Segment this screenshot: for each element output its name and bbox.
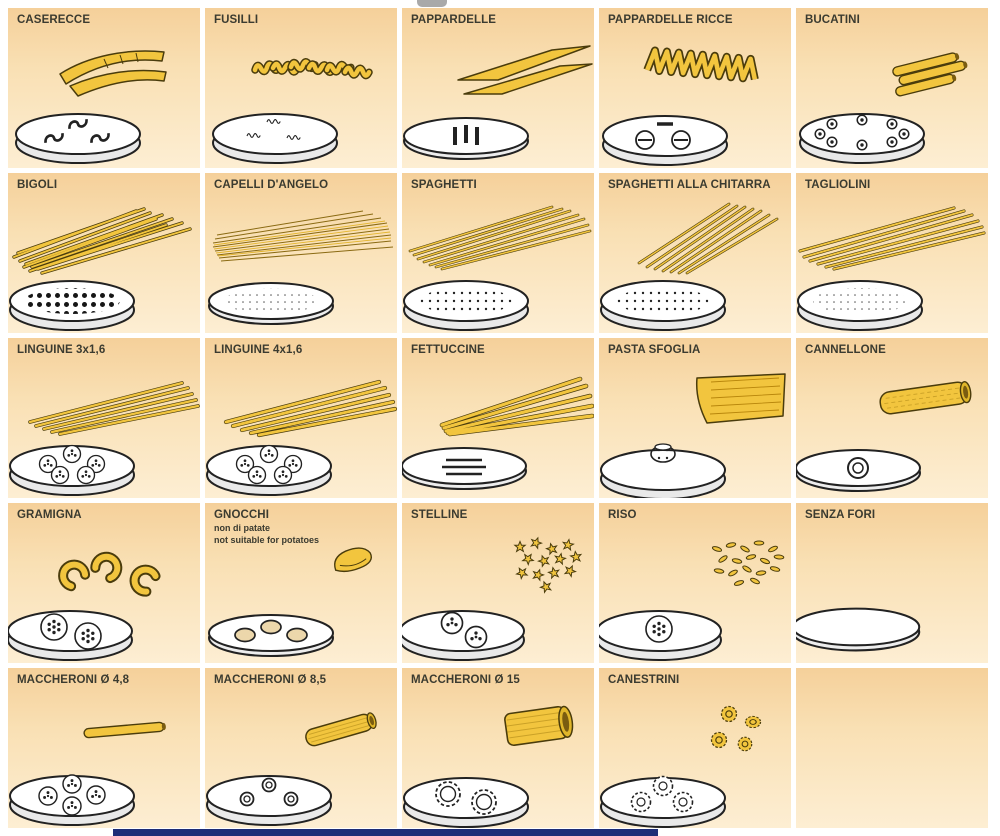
die-label: LINGUINE 4x1,6 bbox=[214, 344, 303, 356]
die-cell-pasta-sfoglia: PASTA SFOGLIA bbox=[599, 338, 791, 498]
die-cell-linguine-4x16: LINGUINE 4x1,6 bbox=[205, 338, 397, 498]
gramigna-die-icon bbox=[8, 531, 200, 661]
die-note-italian: non di patate bbox=[214, 523, 270, 534]
die-label: MACCHERONI Ø 15 bbox=[411, 674, 520, 686]
die-note-english: not suitable for potatoes bbox=[214, 534, 320, 545]
die-label: CANESTRINI bbox=[608, 674, 680, 686]
die-cell-spaghetti-alla-chitarra: SPAGHETTI ALLA CHITARRA bbox=[599, 173, 791, 333]
die-label: BUCATINI bbox=[805, 14, 860, 26]
cannellone-die-icon bbox=[796, 381, 972, 492]
die-label: CAPELLI D'ANGELO bbox=[214, 179, 329, 191]
riso-die-icon bbox=[599, 540, 785, 661]
linguine-3x16-die-icon bbox=[9, 381, 200, 496]
die-label: BIGOLI bbox=[17, 179, 58, 191]
die-cell-pappardelle-ricce: PAPPARDELLE RICCE bbox=[599, 8, 791, 168]
fettuccine-die-icon bbox=[402, 366, 594, 490]
gnocchi-die-icon bbox=[208, 547, 373, 657]
die-label: MACCHERONI Ø 4,8 bbox=[17, 674, 130, 686]
die-cell-stelline: STELLINE bbox=[402, 503, 594, 663]
die-label: PAPPARDELLE bbox=[411, 14, 497, 26]
spaghetti-alla-chitarra-die-icon bbox=[600, 202, 779, 331]
die-cell-cannellone: CANNELLONE bbox=[796, 338, 988, 498]
die-label: SPAGHETTI bbox=[411, 179, 477, 191]
die-cell-fusilli: FUSILLI bbox=[205, 8, 397, 168]
die-label: RISO bbox=[608, 509, 637, 521]
die-cell-bucatini: BUCATINI bbox=[796, 8, 988, 168]
die-label: FETTUCCINE bbox=[411, 344, 485, 356]
die-cell-gnocchi: GNOCCHI non di patate not suitable for p… bbox=[205, 503, 397, 663]
die-label bbox=[796, 668, 988, 674]
die-cell-senza-fori: SENZA FORI bbox=[796, 503, 988, 663]
canestrini-die-icon bbox=[600, 705, 762, 828]
die-cell-pappardelle: PAPPARDELLE bbox=[402, 8, 594, 168]
senza-fori-die-icon bbox=[796, 607, 921, 652]
die-cell-capelli-dangelo: CAPELLI D'ANGELO bbox=[205, 173, 397, 333]
die-label: SENZA FORI bbox=[805, 509, 876, 521]
bigoli-die-icon bbox=[9, 207, 192, 331]
die-cell-riso: RISO bbox=[599, 503, 791, 663]
die-label: FUSILLI bbox=[214, 14, 259, 26]
maccheroni-48-die-icon bbox=[9, 721, 166, 826]
pappardelle-ricce-die-icon bbox=[602, 36, 791, 166]
die-label: CANNELLONE bbox=[805, 344, 886, 356]
pasta-sfoglia-die-icon bbox=[600, 373, 786, 498]
die-label: PASTA SFOGLIA bbox=[608, 344, 701, 356]
die-label: GNOCCHI bbox=[214, 509, 270, 521]
die-label: CASERECCE bbox=[17, 14, 91, 26]
die-cell-tagliolini: TAGLIOLINI bbox=[796, 173, 988, 333]
die-cell-fettuccine: FETTUCCINE bbox=[402, 338, 594, 498]
pappardelle-die-icon bbox=[403, 45, 593, 160]
die-cell-linguine-3x16: LINGUINE 3x1,6 bbox=[8, 338, 200, 498]
footer-blue-bar bbox=[113, 829, 658, 836]
fusilli-die-icon bbox=[212, 36, 397, 164]
die-cell-caserecce: CASERECCE bbox=[8, 8, 200, 168]
capelli-dangelo-die-icon bbox=[208, 210, 394, 325]
die-cell-spaghetti: SPAGHETTI bbox=[402, 173, 594, 333]
die-cell-empty bbox=[796, 668, 988, 828]
bucatini-die-icon bbox=[799, 52, 968, 164]
stelline-die-icon bbox=[402, 535, 583, 661]
caserecce-die-icon bbox=[15, 50, 167, 164]
die-cell-maccheroni-85: MACCHERONI Ø 8,5 bbox=[205, 668, 397, 828]
die-label: LINGUINE 3x1,6 bbox=[17, 344, 106, 356]
die-label: TAGLIOLINI bbox=[805, 179, 871, 191]
page-edge-notch bbox=[417, 0, 447, 7]
die-cell-bigoli: BIGOLI bbox=[8, 173, 200, 333]
die-label: STELLINE bbox=[411, 509, 468, 521]
linguine-4x16-die-icon bbox=[206, 366, 397, 496]
maccheroni-85-die-icon bbox=[206, 712, 377, 826]
die-cell-maccheroni-15: MACCHERONI Ø 15 bbox=[402, 668, 594, 828]
maccheroni-15-die-icon bbox=[403, 705, 574, 828]
die-label: SPAGHETTI ALLA CHITARRA bbox=[608, 179, 771, 191]
die-label: GRAMIGNA bbox=[17, 509, 82, 521]
tagliolini-die-icon bbox=[797, 206, 986, 331]
die-cell-gramigna: GRAMIGNA bbox=[8, 503, 200, 663]
die-cell-maccheroni-48: MACCHERONI Ø 4,8 bbox=[8, 668, 200, 828]
die-label: MACCHERONI Ø 8,5 bbox=[214, 674, 327, 686]
die-cell-canestrini: CANESTRINI bbox=[599, 668, 791, 828]
die-label: PAPPARDELLE RICCE bbox=[608, 14, 733, 26]
dies-grid: CASERECCE FUSILLI bbox=[8, 8, 992, 828]
spaghetti-die-icon bbox=[403, 205, 592, 331]
